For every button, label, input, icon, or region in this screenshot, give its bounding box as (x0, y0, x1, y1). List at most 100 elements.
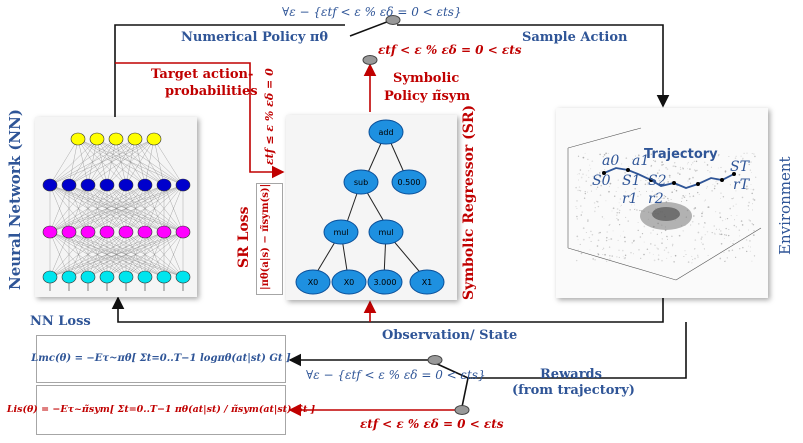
nn-neuron (175, 270, 191, 284)
nn-panel (35, 117, 197, 297)
bottom-condition-1: ∀ε − {εtf < ε % εδ = 0 < εts} (306, 368, 486, 382)
tree-leaf-3-label: 3.000 (374, 278, 397, 287)
nn-neuron (61, 225, 77, 239)
env-plot (567, 127, 762, 281)
nn-neuron (127, 132, 143, 146)
nn-neuron (42, 225, 58, 239)
sr-tree: add sub 0.500 mul mul X0 X0 3.000 X1 (295, 119, 445, 295)
top-switch-lever (349, 19, 393, 37)
nn-neuron (137, 225, 153, 239)
nn-neuron (118, 270, 134, 284)
trajectory-path (603, 167, 735, 189)
loss-is-formula: Lis(θ) = −Eτ~π̃sym[ Σt=0..T−1 πθ(at|st) … (6, 404, 316, 416)
loss-mc-formula: Lmc(θ) = −Eτ~πθ[ Σt=0..T−1 logπθ(at|st) … (31, 353, 291, 364)
bottom-switch-node-2 (454, 405, 470, 415)
nn-neuron (61, 270, 77, 284)
tree-leaf-3: 3.000 (367, 269, 403, 295)
symbolic-policy-label-1: Symbolic (393, 71, 460, 86)
nn-neuron (99, 225, 115, 239)
tree-node-const-label: 0.500 (398, 178, 421, 187)
tree-node-root-label: add (378, 128, 393, 137)
nn-neuron (80, 225, 96, 239)
tree-node-sub: sub (343, 169, 379, 195)
nn-neuron (175, 225, 191, 239)
tree-node-sub-label: sub (354, 178, 368, 187)
tree-leaf-4-label: X1 (422, 278, 433, 287)
nn-neuron (99, 178, 115, 192)
nn-neuron (42, 178, 58, 192)
target-prob-label-2: probabilities (165, 84, 258, 99)
traj-s0: S0 (592, 173, 611, 189)
traj-r2: r2 (648, 191, 664, 207)
tree-node-root: add (368, 119, 404, 145)
switch-to-env-line (397, 24, 670, 108)
bottom-switch-lever-2 (461, 377, 469, 408)
traj-a1: a1 (632, 153, 650, 169)
sr-loss-formula-box: |πθ(a|s) − π̃sym(s)| (256, 183, 283, 295)
nn-label: Neural Network (NN) (6, 109, 24, 290)
symbolic-policy-label-2: Policy π̃sym (384, 89, 471, 104)
nn-graph (42, 132, 191, 291)
traj-st: ST (730, 159, 749, 175)
observation-label: Observation/ State (382, 328, 518, 343)
tree-leaf-2: X0 (331, 269, 367, 295)
env-panel: Trajectory a0 a1 S0 S1 S2 ST r1 r2 rT (556, 108, 768, 298)
nn-neuron (137, 270, 153, 284)
bottom-switch-node-1 (427, 355, 443, 365)
loss-is-box: Lis(θ) = −Eτ~π̃sym[ Σt=0..T−1 πθ(at|st) … (7, 385, 315, 435)
rewards-label-1: Rewards (540, 367, 602, 382)
nn-neuron (42, 270, 58, 284)
nn-neuron (146, 132, 162, 146)
rewards-line (467, 322, 687, 379)
traj-a0: a0 (602, 153, 620, 169)
env-label: Environment (776, 156, 794, 255)
top-switch-node (385, 15, 401, 25)
target-prob-line (115, 62, 285, 179)
loss-mc-box: Lmc(θ) = −Eτ~πθ[ Σt=0..T−1 logπθ(at|st) … (31, 335, 291, 383)
trajectory-title: Trajectory (644, 147, 718, 162)
nn-neuron (108, 132, 124, 146)
top-condition: ∀ε − {εtf < ε % εδ = 0 < εts} (282, 5, 462, 19)
nn-to-switch-line (114, 24, 345, 117)
sr-loss-label: SR Loss (236, 206, 252, 268)
tree-node-mul-2-label: mul (378, 228, 393, 237)
traj-s1: S1 (622, 173, 641, 189)
nn-neuron (80, 178, 96, 192)
traj-s2: S2 (648, 173, 667, 189)
sample-action-label: Sample Action (522, 30, 628, 45)
tree-leaf-2-label: X0 (344, 278, 355, 287)
bottom-switch-lever-1 (434, 362, 469, 379)
side-condition: εtf ≤ ε % εδ = 0 (263, 68, 276, 165)
nn-neuron (175, 178, 191, 192)
traj-rt: rT (733, 177, 750, 193)
observation-line (111, 296, 664, 323)
numerical-policy-label: Numerical Policy πθ (181, 30, 329, 45)
tree-node-const: 0.500 (391, 169, 427, 195)
sr-panel: add sub 0.500 mul mul X0 X0 3.000 X1 (286, 115, 457, 300)
rewards-label-2: (from trajectory) (512, 383, 635, 398)
nn-neuron (156, 225, 172, 239)
sr-label: Symbolic Regressor (SR) (461, 104, 477, 300)
nn-neuron (118, 178, 134, 192)
tree-node-mul-2: mul (368, 219, 404, 245)
mid-switch-node (362, 55, 378, 65)
tree-leaf-4: X1 (409, 269, 445, 295)
mid-condition: εtf < ε % εδ = 0 < εts (378, 43, 522, 57)
nn-neuron (137, 178, 153, 192)
tree-node-mul-1-label: mul (333, 228, 348, 237)
target-prob-label-1: Target action- (151, 67, 254, 82)
nn-neuron (70, 132, 86, 146)
nn-neuron (156, 270, 172, 284)
nn-loss-label: NN Loss (30, 314, 91, 329)
traj-r1: r1 (622, 191, 638, 207)
nn-neuron (118, 225, 134, 239)
nn-neuron (89, 132, 105, 146)
tree-leaf-1-label: X0 (308, 278, 319, 287)
nn-neuron (61, 178, 77, 192)
sr-loss-formula: |πθ(a|s) − π̃sym(s)| (260, 183, 271, 290)
nn-neuron (156, 178, 172, 192)
tree-node-mul-1: mul (323, 219, 359, 245)
nn-neuron (99, 270, 115, 284)
bottom-condition-2: εtf < ε % εδ = 0 < εts (360, 417, 504, 431)
